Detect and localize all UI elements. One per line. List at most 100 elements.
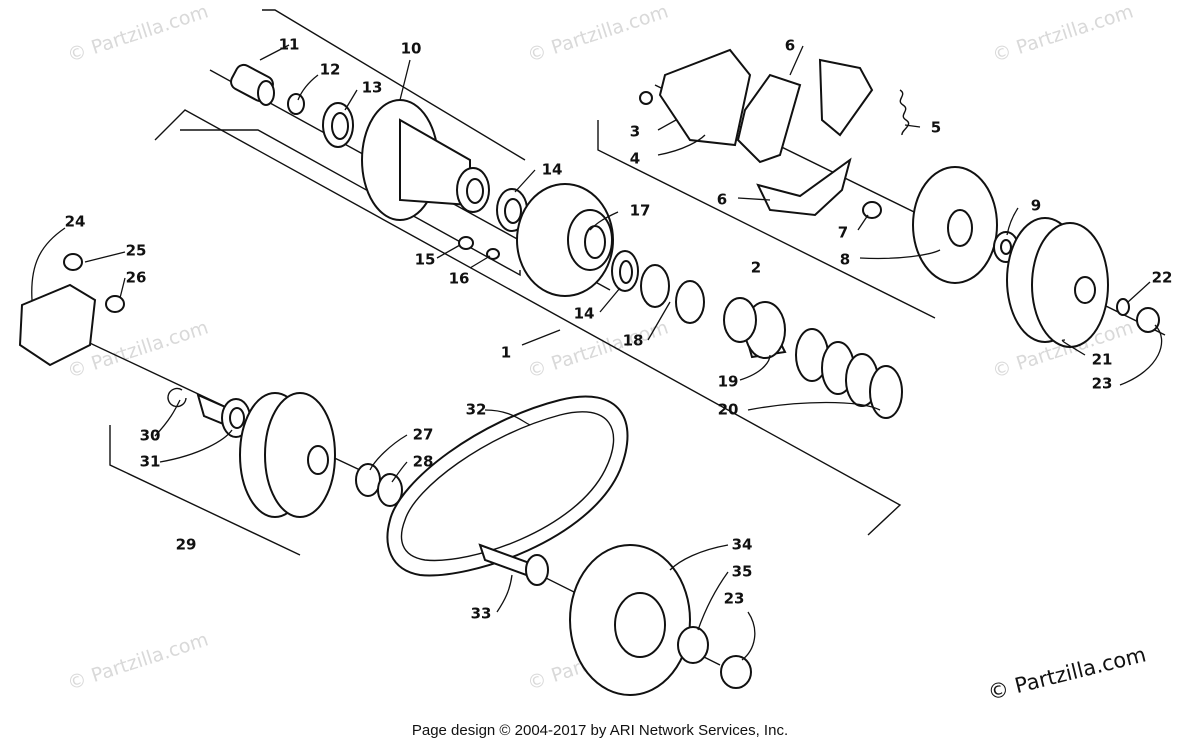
callout-11: 11 <box>279 36 300 54</box>
bracket-10-top <box>262 9 526 161</box>
leader-23a <box>1119 324 1163 386</box>
part-seal-13 <box>322 102 354 148</box>
part-ring-18b <box>675 280 705 324</box>
leader-lines <box>31 44 1163 661</box>
callout-21: 21 <box>1092 351 1113 369</box>
part-sheave-17 <box>516 183 614 297</box>
callout-6a: 6 <box>785 37 795 55</box>
callout-33: 33 <box>471 605 492 623</box>
leader-3 <box>657 119 677 131</box>
callout-6b: 6 <box>717 191 727 209</box>
bracket-29 <box>109 425 301 556</box>
part-belt-32-inner <box>400 411 615 562</box>
callout-9: 9 <box>1031 197 1041 215</box>
part-ring-18 <box>640 264 670 308</box>
part-spring-20 <box>795 328 903 419</box>
part-shoe-6b <box>756 157 852 217</box>
part-cam-24 <box>18 283 97 367</box>
leader-4 <box>657 134 706 156</box>
part-shoe-6a2 <box>818 58 874 137</box>
part-slider-16 <box>486 248 500 260</box>
leader-22 <box>1127 281 1151 303</box>
callout-17: 17 <box>630 202 651 220</box>
callout-24: 24 <box>65 213 86 231</box>
callout-13: 13 <box>362 79 383 97</box>
callout-34: 34 <box>732 536 753 554</box>
callout-7: 7 <box>838 224 848 242</box>
watermark: © Partzilla.com <box>65 629 211 695</box>
watermark: © Partzilla.com <box>525 1 671 67</box>
leader-1 <box>521 329 561 346</box>
leader-17 <box>589 211 619 231</box>
leader-23b <box>741 611 756 661</box>
callout-23a: 23 <box>1092 375 1113 393</box>
part-hub-8 <box>912 166 998 284</box>
callout-28: 28 <box>413 453 434 471</box>
callout-15: 15 <box>415 251 436 269</box>
callout-14b: 14 <box>574 305 595 323</box>
leader-14a <box>514 169 536 193</box>
part-clip-30 <box>167 387 187 408</box>
leader-26 <box>119 277 126 299</box>
leader-10 <box>399 59 411 101</box>
leader-7 <box>857 214 869 231</box>
part-spacer-33 <box>478 543 549 586</box>
part-sleeve-19 <box>723 297 787 359</box>
callout-5: 5 <box>931 119 941 137</box>
callout-10: 10 <box>401 40 422 58</box>
callout-32: 32 <box>466 401 487 419</box>
watermark: © Partzilla.com <box>65 1 211 67</box>
part-nut-3 <box>639 91 653 105</box>
leader-31 <box>159 429 233 463</box>
leader-5 <box>904 124 921 128</box>
part-fan-34 <box>569 544 691 696</box>
part-ring-28 <box>377 473 403 507</box>
copyright-label: © Partzilla.com <box>985 642 1148 704</box>
callout-18: 18 <box>623 332 644 350</box>
leader-28 <box>391 461 408 483</box>
leader-24 <box>31 227 66 301</box>
leader-9 <box>1006 207 1019 236</box>
bracket-2 <box>597 120 936 319</box>
leader-27 <box>369 434 408 471</box>
callout-16: 16 <box>449 270 470 288</box>
leader-30 <box>154 399 181 437</box>
leader-20 <box>747 401 881 411</box>
leader-12 <box>297 74 319 101</box>
part-roller-25 <box>63 253 83 271</box>
callout-26: 26 <box>126 269 147 287</box>
part-pin-15 <box>458 236 474 250</box>
part-ring-27 <box>355 463 381 497</box>
part-sheave-10 <box>361 99 490 221</box>
parts <box>18 48 1160 696</box>
part-drum-21 <box>1006 217 1109 348</box>
callouts: 1 2 3 4 5 6 6 7 8 9 10 11 12 13 14 14 15… <box>65 36 1173 623</box>
part-spacer-7 <box>862 201 882 219</box>
callout-12: 12 <box>320 61 341 79</box>
callout-14a: 14 <box>542 161 563 179</box>
callout-25: 25 <box>126 242 147 260</box>
leader-21 <box>1061 339 1086 356</box>
part-ring-12 <box>287 93 305 115</box>
part-roller-26 <box>105 295 125 313</box>
callout-31: 31 <box>140 453 161 471</box>
callout-30: 30 <box>140 427 161 445</box>
leader-32 <box>484 409 531 426</box>
callout-27: 27 <box>413 426 434 444</box>
part-belt-32 <box>386 395 629 577</box>
callout-29: 29 <box>176 536 197 554</box>
part-plate-4 <box>658 48 752 147</box>
leader-35 <box>697 571 729 631</box>
leader-19 <box>739 354 771 381</box>
callout-8: 8 <box>840 251 850 269</box>
part-nut-23a <box>1136 307 1160 333</box>
leader-6b <box>737 197 771 201</box>
part-seal-14b <box>611 250 639 292</box>
part-bushing-11 <box>230 63 275 106</box>
part-shoe-6a <box>736 73 802 164</box>
leader-8 <box>859 249 941 260</box>
part-spring-5 <box>899 89 910 136</box>
leader-15 <box>436 244 461 259</box>
